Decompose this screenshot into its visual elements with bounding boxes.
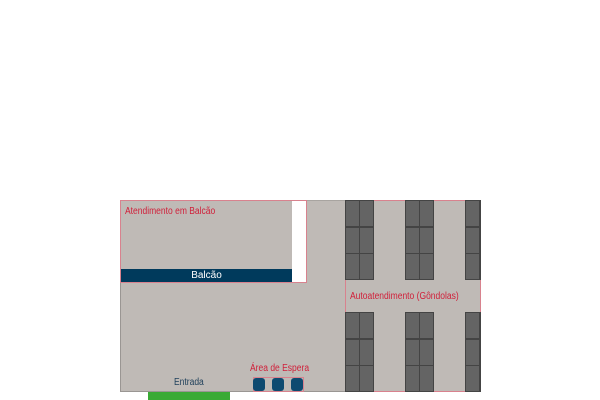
shelf bbox=[359, 200, 374, 227]
shelf bbox=[465, 253, 480, 281]
shelf bbox=[359, 338, 374, 366]
shelf bbox=[345, 226, 360, 254]
shelf bbox=[479, 226, 481, 254]
self-service-label: Autoatendimento (Gôndolas) bbox=[350, 291, 459, 302]
shelf bbox=[419, 226, 434, 254]
shelf bbox=[479, 338, 481, 366]
shelf bbox=[405, 226, 420, 254]
shelf bbox=[479, 253, 481, 281]
counter-service-zone bbox=[120, 200, 307, 283]
wall-gap bbox=[292, 201, 306, 282]
shelf bbox=[345, 312, 360, 339]
shelf bbox=[479, 200, 481, 227]
waiting-area-label: Área de Espera bbox=[250, 363, 310, 374]
shelf bbox=[419, 365, 434, 393]
chair bbox=[253, 378, 265, 391]
entrance[interactable] bbox=[148, 392, 230, 400]
shelf bbox=[419, 312, 434, 339]
shelf bbox=[479, 312, 481, 339]
shelf bbox=[405, 253, 420, 281]
shelf bbox=[479, 365, 481, 393]
chair bbox=[291, 378, 303, 391]
shelf bbox=[405, 338, 420, 366]
shelf bbox=[345, 338, 360, 366]
shelf bbox=[359, 226, 374, 254]
shelf bbox=[465, 200, 480, 227]
shelf bbox=[419, 253, 434, 281]
counter-zone-label: Atendimento em Balcão bbox=[125, 206, 216, 217]
shelf bbox=[465, 226, 480, 254]
chair bbox=[272, 378, 284, 391]
shelf bbox=[345, 200, 360, 227]
shelf bbox=[405, 200, 420, 227]
shelf bbox=[419, 200, 434, 227]
shelf bbox=[405, 312, 420, 339]
shelf bbox=[419, 338, 434, 366]
shelf bbox=[465, 338, 480, 366]
counter: Balcão bbox=[121, 269, 292, 282]
shelf bbox=[359, 365, 374, 393]
shelf bbox=[345, 253, 360, 281]
shelf bbox=[465, 365, 480, 393]
shelf bbox=[465, 312, 480, 339]
shelf bbox=[345, 365, 360, 393]
shelf bbox=[359, 253, 374, 281]
shelf bbox=[405, 365, 420, 393]
entrance-label: Entrada bbox=[174, 377, 204, 388]
shelf bbox=[359, 312, 374, 339]
